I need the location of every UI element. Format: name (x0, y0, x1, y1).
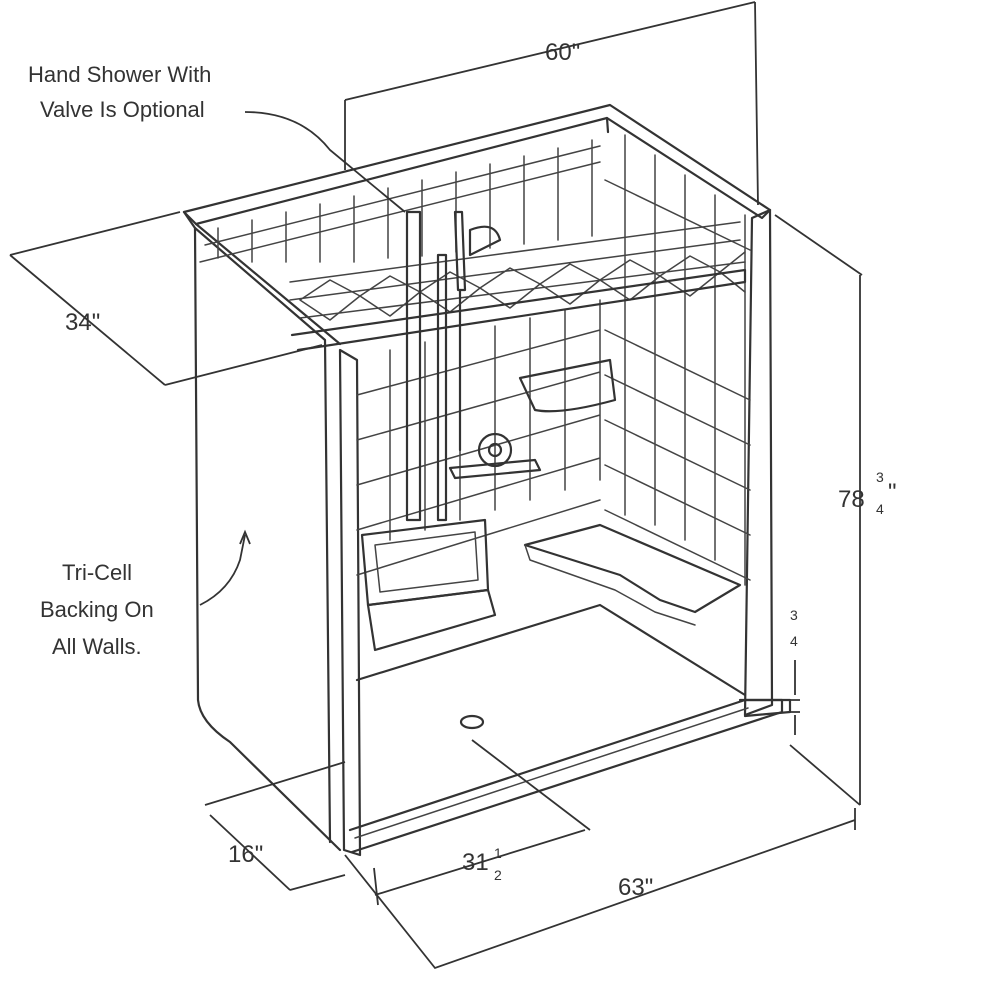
tricell-callout-line2: Backing On (40, 597, 154, 622)
horizontal-grab-bar (448, 458, 542, 480)
seat-front (366, 588, 497, 652)
left-side-wall (182, 210, 342, 852)
side-wall-tiles (604, 134, 751, 586)
hand-shower-head (453, 210, 502, 292)
hand-shower-callout-line2: Valve Is Optional (40, 97, 205, 122)
back-wall-ledge (290, 268, 747, 352)
dim-threshold-num: 3 (790, 607, 798, 623)
dim-height-num: 3 (876, 469, 884, 485)
dim-drain-line (373, 739, 591, 906)
dim-drain-center-whole: 31 (462, 849, 489, 876)
tile-pattern (199, 134, 751, 586)
drain (459, 714, 485, 730)
shower-enclosure (182, 103, 792, 857)
dim-depth-label: 34" (65, 309, 100, 336)
dim-overall-width-label: 63" (618, 874, 653, 901)
dim-63-line (344, 808, 856, 970)
corner-molded-seat-edge (524, 544, 696, 626)
dim-drain-center-num: 1 (494, 845, 502, 861)
left-front-post (338, 348, 362, 857)
dim-34-line (9, 211, 323, 386)
top-rim-inner (194, 116, 610, 346)
dimension-lines (9, 1, 863, 970)
dim-16-line (204, 761, 346, 891)
callout-leaders (199, 111, 406, 606)
tricell-leader (199, 534, 246, 606)
dim-height-den: 4 (876, 501, 884, 517)
dim-60-line (344, 1, 759, 206)
left-side-wall-inner-edge (193, 226, 332, 844)
fixtures (360, 210, 742, 652)
dim-drain-center-den: 2 (494, 867, 502, 883)
dim-threshold-den: 4 (790, 633, 798, 649)
shower-valve (477, 432, 513, 468)
tricell-leader-arrow (239, 529, 251, 545)
hand-shower-leader (244, 111, 406, 213)
hand-shower-callout-line1: Hand Shower With (28, 62, 211, 87)
dim-drain-offset-label: 16" (228, 841, 263, 868)
floor-front-lip (348, 698, 784, 854)
dim-height-line (774, 214, 863, 806)
dim-width-top-label: 60" (545, 39, 580, 66)
dim-threshold-line (790, 660, 800, 735)
dim-height-whole: 78 (838, 486, 865, 513)
diamond-band (289, 221, 746, 321)
right-front-post (743, 208, 774, 717)
top-rim (182, 103, 772, 226)
hand-shower-slide-bar (436, 253, 448, 522)
back-wall-base (355, 603, 747, 697)
vertical-grab-bar (405, 210, 422, 522)
tricell-callout-line3: All Walls. (52, 634, 142, 659)
corner-molded-seat (523, 523, 742, 614)
threshold-curb (738, 698, 792, 718)
floor-front-lip-inner (354, 707, 749, 839)
dim-height-mark: " (888, 479, 897, 506)
tricell-callout-line1: Tri-Cell (62, 560, 132, 585)
recessed-seat-box-inner (374, 531, 479, 593)
corner-soap-shelf (518, 358, 617, 413)
shower-valve-center (487, 442, 503, 458)
